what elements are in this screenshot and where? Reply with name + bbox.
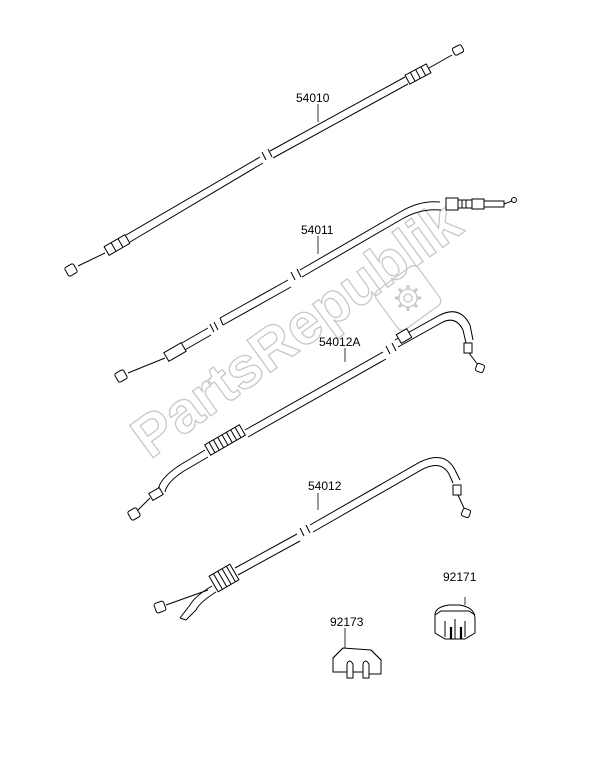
part-label-54010: 54010 bbox=[296, 91, 330, 105]
part-labels: 54010 54011 54012A 54012 92171 92173 bbox=[296, 91, 477, 629]
watermark-text: PartsRepublik bbox=[119, 188, 473, 470]
throttle-cable-return bbox=[127, 311, 486, 521]
gear-icon bbox=[374, 265, 442, 331]
cable-clamp-small bbox=[332, 628, 382, 679]
cable-clamp-large bbox=[434, 597, 476, 640]
part-label-92173: 92173 bbox=[330, 615, 364, 629]
choke-cable bbox=[114, 197, 517, 383]
throttle-cable-pull bbox=[153, 457, 472, 621]
watermark: PartsRepublik bbox=[119, 188, 475, 472]
part-label-54012A: 54012A bbox=[319, 335, 360, 349]
part-label-54012: 54012 bbox=[308, 479, 342, 493]
part-label-92171: 92171 bbox=[443, 570, 477, 584]
clutch-cable bbox=[64, 44, 465, 277]
part-label-54011: 54011 bbox=[301, 223, 334, 237]
